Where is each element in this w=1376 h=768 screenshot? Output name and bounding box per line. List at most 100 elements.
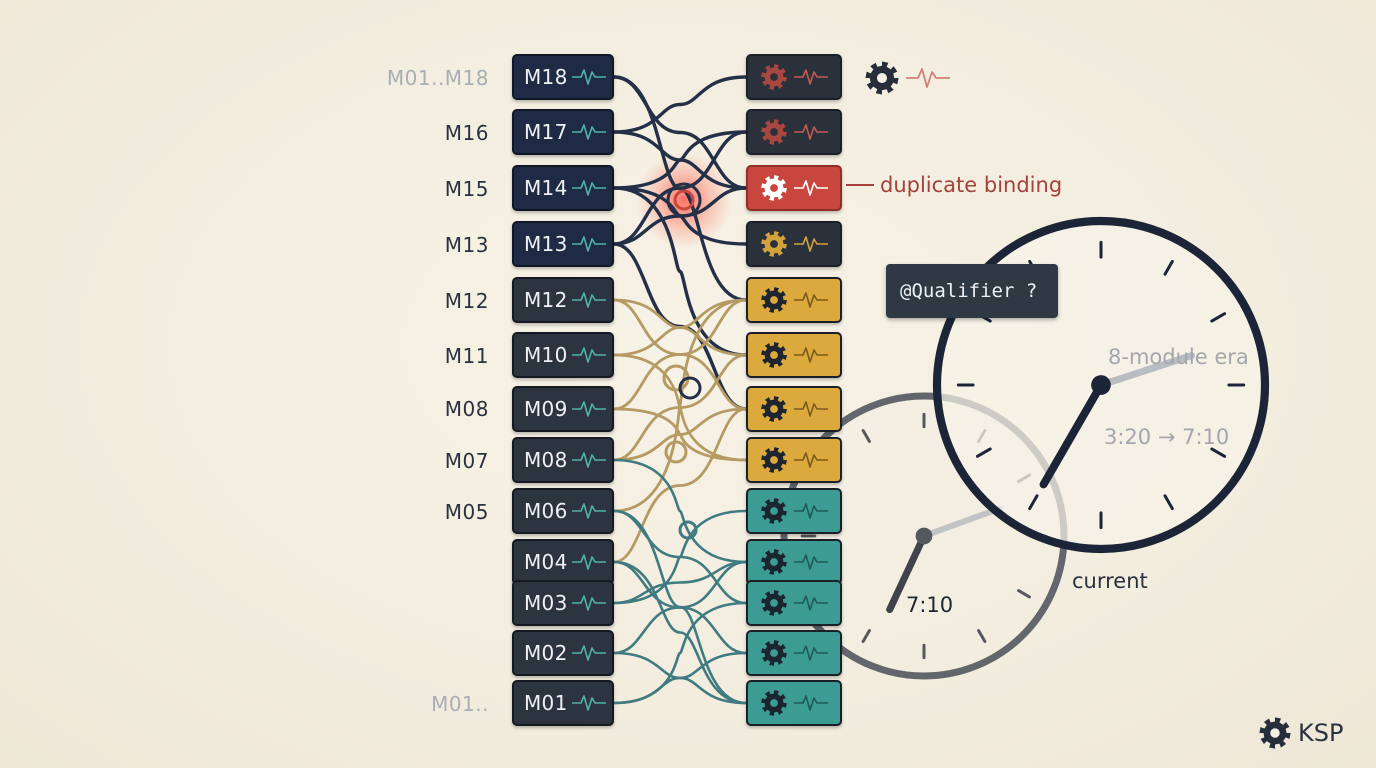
current-clock-label: current xyxy=(1072,569,1148,593)
binding-box[interactable] xyxy=(746,332,842,378)
pulse-icon xyxy=(572,236,606,252)
module-box[interactable]: M03 xyxy=(512,580,614,626)
wire-knot xyxy=(678,376,702,400)
pulse-icon xyxy=(572,401,606,417)
wire-knot xyxy=(666,182,702,218)
module-label: M18 xyxy=(524,65,568,89)
duplicate-binding-label: duplicate binding xyxy=(880,173,1063,197)
binding-wire xyxy=(612,130,748,190)
pulse-icon xyxy=(572,595,606,611)
module-label: M08 xyxy=(524,448,568,472)
pulse-icon xyxy=(572,124,606,140)
module-box[interactable]: M12 xyxy=(512,277,614,323)
brand-logo: KSP xyxy=(1258,716,1343,750)
pulse-icon xyxy=(794,236,828,252)
module-count-label: M01.. xyxy=(431,692,489,716)
clock-hand xyxy=(1097,352,1195,389)
clock-hub xyxy=(915,527,933,545)
module-box[interactable]: M18 xyxy=(512,54,614,100)
module-count-label: M01..M18 xyxy=(386,66,489,90)
clock-tick xyxy=(1163,494,1174,511)
module-label: M06 xyxy=(524,499,568,523)
module-box[interactable]: M01 xyxy=(512,680,614,726)
binding-wire xyxy=(612,75,748,134)
binding-box[interactable] xyxy=(746,539,842,585)
module-label: M03 xyxy=(524,591,568,615)
binding-wire xyxy=(612,458,748,564)
annotation-leader-line xyxy=(846,184,874,186)
binding-wire xyxy=(612,651,748,705)
module-box[interactable]: M06 xyxy=(512,488,614,534)
binding-wire xyxy=(612,407,748,462)
module-count-label: M05 xyxy=(444,500,489,524)
gear-icon xyxy=(761,287,787,313)
pulse-icon xyxy=(794,595,828,611)
pulse-icon xyxy=(572,180,606,196)
module-count-label: M07 xyxy=(444,449,489,473)
clock-tick xyxy=(1017,589,1031,599)
binding-box[interactable] xyxy=(746,680,842,726)
gear-icon xyxy=(865,61,899,95)
binding-box[interactable] xyxy=(746,277,842,323)
clock-hand xyxy=(1039,381,1105,489)
pulse-icon xyxy=(572,347,606,363)
pulse-icon xyxy=(794,401,828,417)
gear-icon xyxy=(761,590,787,616)
module-box[interactable]: M04 xyxy=(512,539,614,585)
module-box[interactable]: M14 xyxy=(512,165,614,211)
clock-tick xyxy=(861,429,871,443)
clock-tick xyxy=(1210,312,1227,323)
duplicate-binding-annotation: duplicate binding xyxy=(846,173,1062,197)
pulse-icon xyxy=(794,292,828,308)
era-label: 8-module era xyxy=(1108,345,1249,369)
module-count-label: M13 xyxy=(444,233,489,257)
pulse-icon xyxy=(794,347,828,363)
binding-wire xyxy=(612,601,748,705)
module-box[interactable]: M10 xyxy=(512,332,614,378)
module-label: M14 xyxy=(524,176,568,200)
pulse-icon xyxy=(794,554,828,570)
binding-box[interactable] xyxy=(746,630,842,676)
binding-box[interactable] xyxy=(746,109,842,155)
wire-knot xyxy=(678,520,698,540)
module-box[interactable]: M13 xyxy=(512,221,614,267)
gear-icon xyxy=(761,549,787,575)
module-label: M12 xyxy=(524,288,568,312)
module-count-label: M12 xyxy=(444,289,489,313)
module-label: M01 xyxy=(524,691,568,715)
pulse-icon xyxy=(794,124,828,140)
pulse-icon xyxy=(794,69,828,85)
binding-box[interactable] xyxy=(746,386,842,432)
pulse-icon xyxy=(572,452,606,468)
gear-icon xyxy=(761,231,787,257)
clock-tick xyxy=(1210,447,1227,458)
module-count-label: M08 xyxy=(444,397,489,421)
gear-icon xyxy=(761,64,787,90)
era-time-label: 3:20 → 7:10 xyxy=(1104,425,1230,449)
binding-box[interactable] xyxy=(746,54,842,100)
module-count-label: M11 xyxy=(444,344,489,368)
module-label: M02 xyxy=(524,641,568,665)
pulse-icon xyxy=(572,503,606,519)
module-box[interactable]: M17 xyxy=(512,109,614,155)
binding-box[interactable] xyxy=(746,488,842,534)
binding-box[interactable] xyxy=(746,221,842,267)
qualifier-tooltip: @Qualifier ? xyxy=(886,264,1058,318)
duplicate-binding-box[interactable] xyxy=(746,165,842,211)
binding-wire xyxy=(612,186,748,357)
module-box[interactable]: M02 xyxy=(512,630,614,676)
pulse-icon xyxy=(572,695,606,711)
module-box[interactable]: M08 xyxy=(512,437,614,483)
binding-box[interactable] xyxy=(746,580,842,626)
binding-box[interactable] xyxy=(746,437,842,483)
wire-knot xyxy=(664,440,688,464)
module-label: M10 xyxy=(524,343,568,367)
clock-tick xyxy=(975,447,992,458)
gear-icon xyxy=(761,690,787,716)
module-label: M09 xyxy=(524,397,568,421)
pulse-icon xyxy=(906,68,950,88)
module-box[interactable]: M09 xyxy=(512,386,614,432)
pulse-icon xyxy=(572,645,606,661)
